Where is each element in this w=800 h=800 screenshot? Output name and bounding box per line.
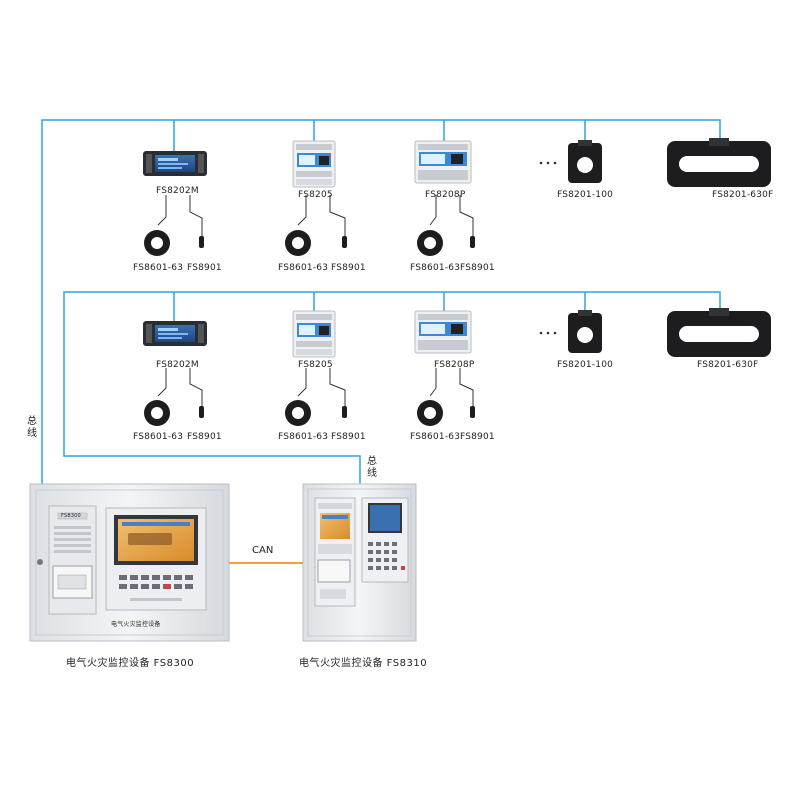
label-fs8208p-2: FS8208P — [434, 360, 475, 370]
label-temp-5: FS8901 — [331, 432, 366, 442]
label-fs8208p: FS8208P — [425, 190, 466, 200]
ellipsis-dots-row1 — [539, 161, 557, 165]
label-ct-1: FS8601-63 — [133, 263, 184, 273]
fs8205-device-2 — [292, 310, 336, 358]
ellipsis-dots-row2 — [539, 331, 557, 335]
label-temp-4: FS8901 — [187, 432, 222, 442]
label-fs8201-630f: FS8201-630F — [712, 190, 774, 200]
fs8201-100-device — [568, 140, 602, 183]
fs8201-100-device-2 — [568, 310, 602, 353]
cabinet-nameplate: 电气火灾监控设备 — [111, 621, 161, 628]
label-temp-1: FS8901 — [187, 263, 222, 273]
ct-sensors-row2 — [144, 400, 475, 426]
fs8202m-device-2 — [143, 321, 207, 346]
row1-devices — [143, 138, 771, 256]
label-fs8205-2: FS8205 — [298, 360, 333, 370]
label-fs8201-630f-2: FS8201-630F — [697, 360, 759, 370]
fs8208p-device-2 — [414, 310, 472, 354]
label-fs8201-100-2: FS8201-100 — [557, 360, 614, 370]
cabinet-fs8300 — [29, 483, 230, 642]
label-fs8205: FS8205 — [298, 190, 333, 200]
label-ct-2: FS8601-63 — [278, 263, 329, 273]
fs8201-630f-device — [667, 138, 771, 187]
label-ct-6: FS8601-63 — [410, 432, 461, 442]
ct-sensors-row1 — [144, 230, 475, 256]
bus-label-left: 总线 — [27, 416, 37, 439]
label-ct-4: FS8601-63 — [133, 432, 184, 442]
row2-devices — [143, 308, 771, 426]
label-ct-5: FS8601-63 — [278, 432, 329, 442]
label-temp-3: FS8901 — [460, 263, 495, 273]
cabinet-panel-label: FS8300 — [61, 513, 81, 519]
bus-lines — [41, 119, 721, 484]
label-ct-3: FS8601-63 — [410, 263, 461, 273]
fs8205-device — [292, 140, 336, 188]
label-temp-6: FS8901 — [460, 432, 495, 442]
can-label: CAN — [252, 545, 274, 556]
label-fs8202m: FS8202M — [156, 186, 199, 196]
cabinet-fs8300-caption: 电气火灾监控设备 FS8300 — [66, 658, 195, 669]
cabinet-fs8310 — [302, 483, 417, 642]
label-fs8201-100: FS8201-100 — [557, 190, 614, 200]
label-temp-2: FS8901 — [331, 263, 366, 273]
fs8201-630f-device-2 — [667, 308, 771, 357]
bus-line-inner — [63, 291, 721, 484]
cabinet-fs8310-caption: 电气火灾监控设备 FS8310 — [299, 658, 428, 669]
fs8202m-device — [143, 151, 207, 176]
fs8208p-device — [414, 140, 472, 184]
bus-line-outer — [41, 119, 721, 484]
label-fs8202m-2: FS8202M — [156, 360, 199, 370]
bus-label-right: 总线 — [367, 456, 377, 479]
